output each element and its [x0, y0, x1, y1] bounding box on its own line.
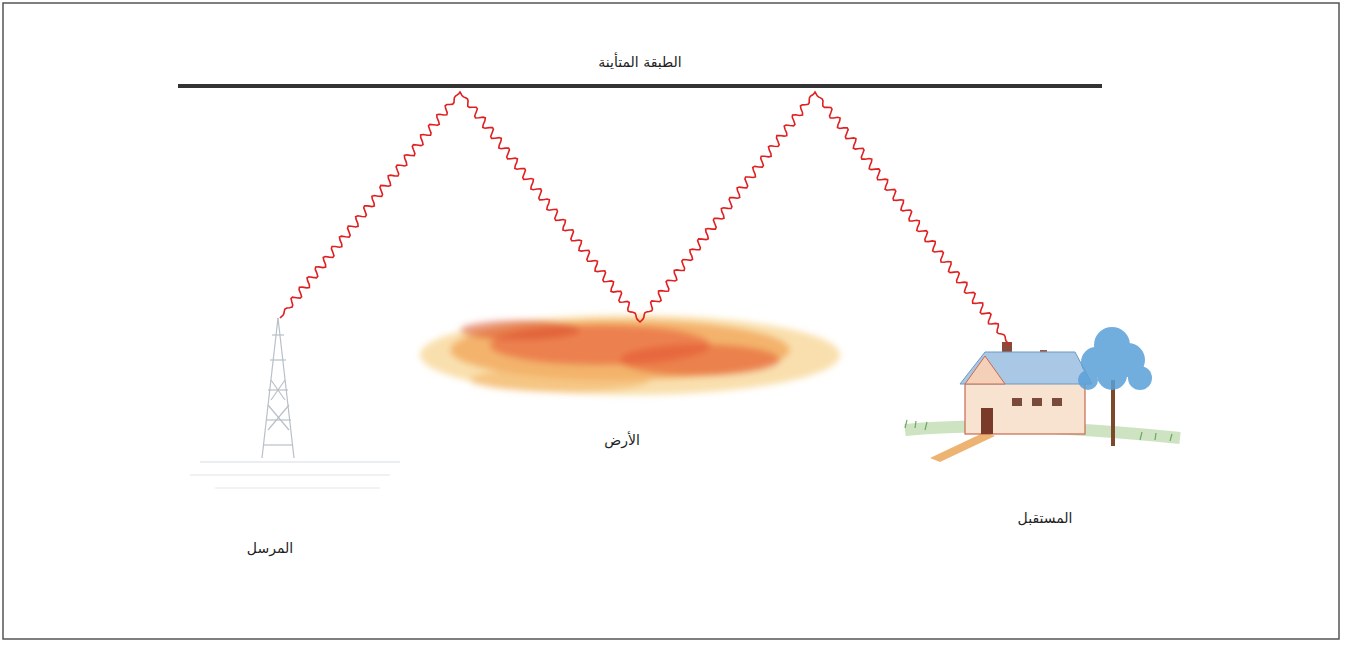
tree-crown	[1078, 327, 1152, 390]
radio-wave	[280, 92, 1010, 345]
frame	[3, 3, 1339, 639]
ionosphere-line	[178, 84, 1102, 88]
earth-label: الأرض	[604, 432, 640, 449]
earth-ground	[420, 315, 840, 395]
receiver-house	[905, 327, 1180, 462]
transmitter-tower	[190, 318, 400, 488]
receiver-label: المستقبل	[1018, 510, 1073, 527]
ionosphere-label: الطبقة المتأينة	[598, 54, 681, 71]
grass	[905, 420, 1172, 441]
transmitter-label: المرسل	[247, 540, 293, 557]
